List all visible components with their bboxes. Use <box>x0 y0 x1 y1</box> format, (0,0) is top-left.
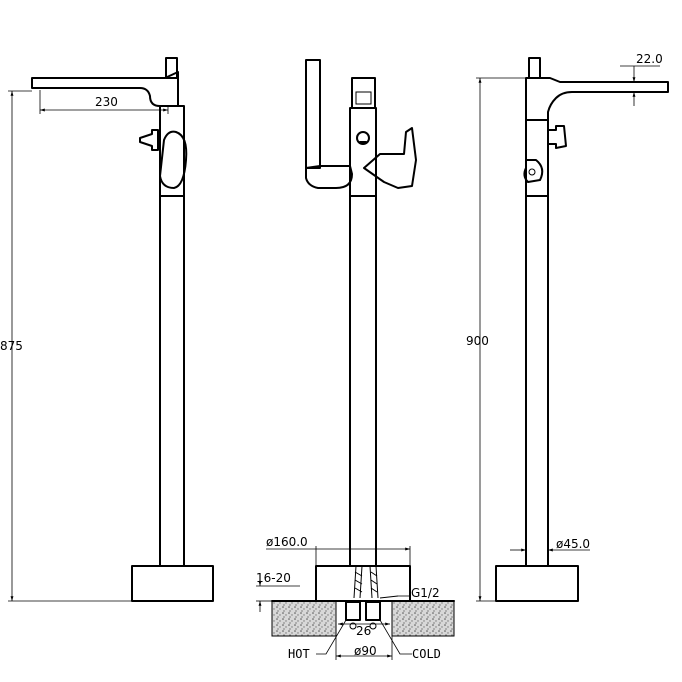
hose-cold <box>369 565 379 599</box>
dim-pipe-spacing: 26 <box>356 624 371 638</box>
base-plate <box>131 565 214 602</box>
front-body <box>349 107 377 197</box>
dim-thread: G1/2 <box>411 586 440 600</box>
dim-cover-diameter: ø160.0 <box>266 535 308 549</box>
dim-height-left: 875 <box>0 339 23 353</box>
label-cold: COLD <box>412 647 441 661</box>
right-side-view: 22.0 900 ø45.0 <box>466 52 669 602</box>
dim-spout-length: 230 <box>95 95 118 109</box>
handle-lever <box>159 130 188 189</box>
valve-cold <box>365 601 381 621</box>
right-pipe <box>525 119 549 567</box>
dim-height-right: 900 <box>466 334 489 348</box>
front-handle <box>363 127 417 189</box>
right-handle <box>547 125 567 149</box>
dim-sleeve-diameter: ø90 <box>354 644 377 658</box>
front-view: ø160.0 16-20 G1/2 26 ø90 HOT COLD <box>256 59 455 661</box>
valve-hot <box>345 601 361 621</box>
floor-concrete-right <box>391 600 455 637</box>
handle-knob <box>139 129 159 151</box>
hand-shower-holder <box>305 165 353 189</box>
floor-cover <box>315 565 411 601</box>
right-diverter-knob <box>528 57 541 79</box>
floor-concrete-left <box>271 600 337 637</box>
right-base-plate <box>495 565 579 602</box>
pipe-body <box>159 105 185 567</box>
dim-pipe-diameter: ø45.0 <box>556 537 590 551</box>
dim-floor-depth: 16-20 <box>256 571 291 585</box>
dim-spout-thickness: 22.0 <box>636 52 663 66</box>
right-spout <box>525 77 669 121</box>
front-pipe <box>349 195 377 567</box>
left-side-view: 230 875 <box>0 57 214 602</box>
hose-hot <box>353 565 363 599</box>
diverter-knob <box>165 57 178 79</box>
label-hot: HOT <box>288 647 310 661</box>
hand-shower-handle <box>305 59 321 169</box>
